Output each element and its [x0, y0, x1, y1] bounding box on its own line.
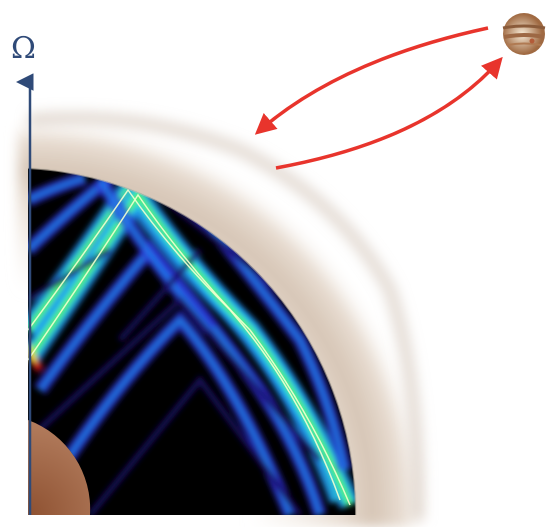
jupiter-icon: [503, 13, 545, 55]
double-arrow-icon: [258, 28, 500, 168]
rotation-axis-label: Ω: [11, 34, 36, 64]
